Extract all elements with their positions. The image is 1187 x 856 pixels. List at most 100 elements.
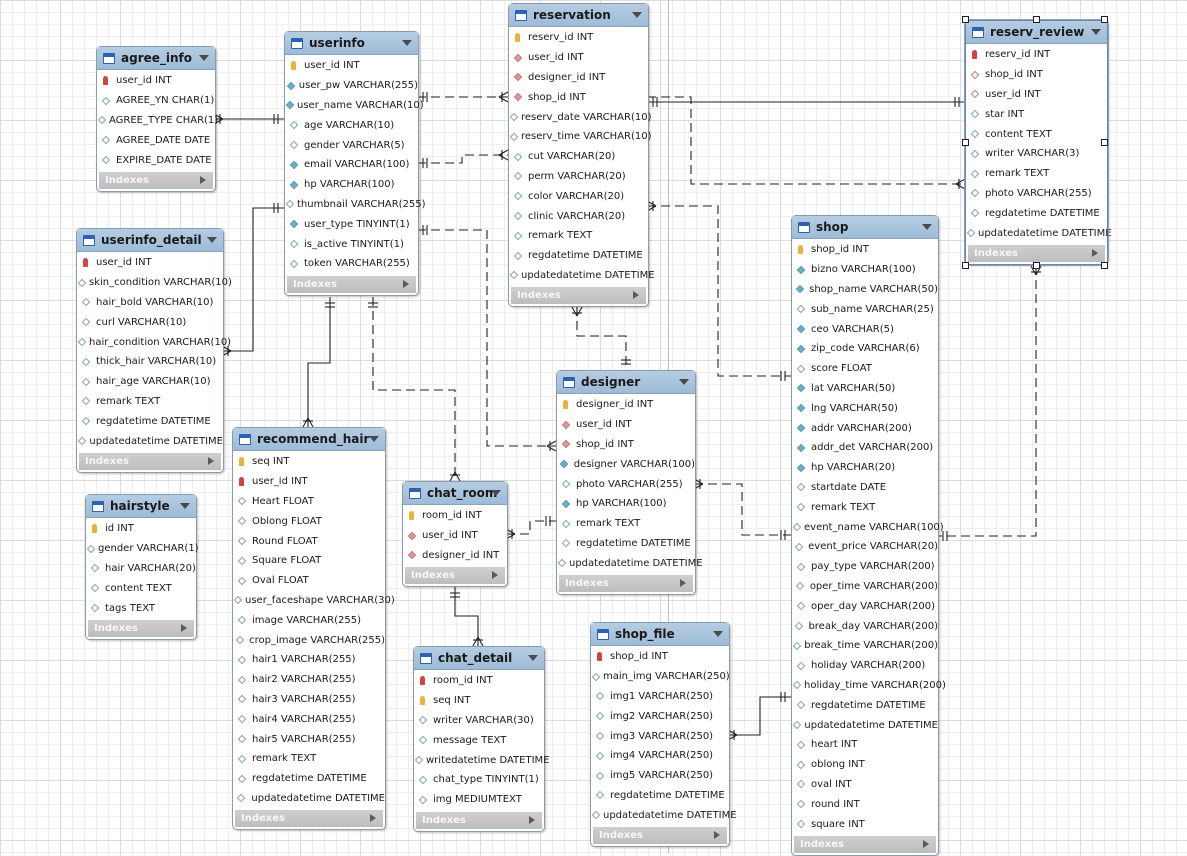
column-row[interactable]: reserv_id INT [966, 45, 1107, 65]
column-row[interactable]: writer VARCHAR(3) [966, 144, 1107, 164]
column-row[interactable]: age VARCHAR(10) [285, 115, 418, 135]
column-row[interactable]: remark TEXT [557, 514, 695, 534]
column-row[interactable]: Oval FLOAT [233, 571, 385, 591]
expand-icon[interactable] [403, 279, 409, 288]
column-row[interactable]: user_id INT [233, 472, 385, 492]
column-row[interactable]: user_id INT [97, 71, 215, 91]
column-row[interactable]: gender VARCHAR(1) [86, 539, 199, 559]
column-row[interactable]: event_name VARCHAR(100) [792, 517, 944, 537]
column-row[interactable]: designer_id INT [509, 68, 648, 88]
collapse-arrow-icon[interactable] [199, 55, 209, 61]
indexes-section[interactable]: Indexes [88, 619, 194, 637]
expand-icon[interactable] [714, 831, 720, 840]
relation-shop-file-shop[interactable] [728, 696, 791, 736]
column-row[interactable]: updatedatetime DATETIME [792, 715, 938, 735]
column-row[interactable]: shop_id INT [509, 87, 648, 107]
column-row[interactable]: startdate DATE [792, 478, 938, 498]
column-row[interactable]: addr_det VARCHAR(200) [792, 438, 938, 458]
column-row[interactable]: cut VARCHAR(20) [509, 147, 648, 167]
column-row[interactable]: shop_id INT [966, 65, 1107, 85]
column-row[interactable]: EXPIRE_DATE DATE [97, 150, 215, 170]
indexes-section[interactable]: Indexes [416, 811, 542, 829]
column-row[interactable]: shop_id INT [591, 647, 729, 667]
expand-icon[interactable] [200, 175, 206, 184]
collapse-arrow-icon[interactable] [922, 224, 932, 230]
column-row[interactable]: crop_image VARCHAR(255) [233, 630, 385, 650]
column-row[interactable]: regdatetime DATETIME [966, 203, 1107, 223]
column-row[interactable]: gender VARCHAR(5) [285, 135, 418, 155]
column-row[interactable]: clinic VARCHAR(20) [509, 206, 648, 226]
indexes-section[interactable]: Indexes [968, 244, 1105, 262]
column-row[interactable]: remark TEXT [509, 226, 648, 246]
column-row[interactable]: designer VARCHAR(100) [557, 454, 695, 474]
column-row[interactable]: hair1 VARCHAR(255) [233, 650, 385, 670]
column-row[interactable]: reserv_time VARCHAR(10) [509, 127, 652, 147]
column-row[interactable]: shop_id INT [557, 435, 695, 455]
column-row[interactable]: img4 VARCHAR(250) [591, 746, 729, 766]
expand-icon[interactable] [208, 456, 214, 465]
column-row[interactable]: image VARCHAR(255) [233, 610, 385, 630]
column-row[interactable]: addr VARCHAR(200) [792, 418, 938, 438]
column-row[interactable]: photo VARCHAR(255) [557, 474, 695, 494]
column-row[interactable]: message TEXT [414, 730, 544, 750]
column-row[interactable]: remark TEXT [233, 749, 385, 769]
column-row[interactable]: content TEXT [86, 578, 196, 598]
column-row[interactable]: holiday_time VARCHAR(200) [792, 676, 946, 696]
column-row[interactable]: updatedatetime DATETIME [966, 223, 1112, 243]
expand-icon[interactable] [1092, 248, 1098, 257]
table-header[interactable]: agree_info [97, 47, 215, 70]
column-row[interactable]: shop_id INT [792, 240, 938, 260]
column-row[interactable]: square INT [792, 814, 938, 834]
column-row[interactable]: room_id INT [414, 671, 544, 691]
column-row[interactable]: thumbnail VARCHAR(255) [285, 195, 426, 215]
column-row[interactable]: lat VARCHAR(50) [792, 379, 938, 399]
column-row[interactable]: star INT [966, 104, 1107, 124]
column-row[interactable]: skin_condition VARCHAR(10) [77, 273, 232, 293]
column-row[interactable]: regdatetime DATETIME [233, 769, 385, 789]
column-row[interactable]: reserv_id INT [509, 28, 648, 48]
column-row[interactable]: user_id INT [509, 48, 648, 68]
column-row[interactable]: holiday VARCHAR(200) [792, 656, 938, 676]
column-row[interactable]: remark TEXT [792, 497, 938, 517]
selection-handle[interactable] [1033, 16, 1040, 23]
relation-reservation-designer[interactable] [576, 307, 627, 370]
table-header[interactable]: userinfo_detail [77, 229, 223, 252]
column-row[interactable]: room_id INT [403, 506, 507, 526]
expand-icon[interactable] [680, 579, 686, 588]
column-row[interactable]: seq INT [233, 452, 385, 472]
table-header[interactable]: chat_room [403, 482, 507, 505]
expand-icon[interactable] [633, 291, 639, 300]
column-row[interactable]: email VARCHAR(100) [285, 155, 418, 175]
collapse-arrow-icon[interactable] [207, 237, 217, 243]
relation-review-shop[interactable] [647, 96, 965, 185]
column-row[interactable]: user_faceshape VARCHAR(30) [233, 591, 395, 611]
column-row[interactable]: Oblong FLOAT [233, 511, 385, 531]
expand-icon[interactable] [492, 571, 498, 580]
column-row[interactable]: remark TEXT [966, 164, 1107, 184]
selection-handle[interactable] [962, 262, 969, 269]
collapse-arrow-icon[interactable] [632, 12, 642, 18]
column-row[interactable]: main_img VARCHAR(250) [591, 667, 730, 687]
column-row[interactable]: user_id INT [557, 415, 695, 435]
column-row[interactable]: reserv_date VARCHAR(10) [509, 107, 651, 127]
column-row[interactable]: Round FLOAT [233, 531, 385, 551]
column-row[interactable]: hair_condition VARCHAR(10) [77, 332, 231, 352]
indexes-section[interactable]: Indexes [794, 835, 936, 853]
table-header[interactable]: hairstyle [86, 495, 196, 518]
column-row[interactable]: content TEXT [966, 124, 1107, 144]
selection-handle[interactable] [962, 16, 969, 23]
column-row[interactable]: user_id INT [403, 526, 507, 546]
column-row[interactable]: oval INT [792, 775, 938, 795]
table-header[interactable]: shop_file [591, 623, 729, 646]
selection-handle[interactable] [1101, 16, 1108, 23]
column-row[interactable]: chat_type TINYINT(1) [414, 770, 544, 790]
column-row[interactable]: hp VARCHAR(20) [792, 458, 938, 478]
column-row[interactable]: thick_hair VARCHAR(10) [77, 352, 223, 372]
relation-userinfo-reservation-2[interactable] [417, 154, 508, 164]
column-row[interactable]: user_id INT [77, 253, 223, 273]
relation-designer-shop[interactable] [694, 483, 791, 536]
column-row[interactable]: designer_id INT [557, 395, 695, 415]
